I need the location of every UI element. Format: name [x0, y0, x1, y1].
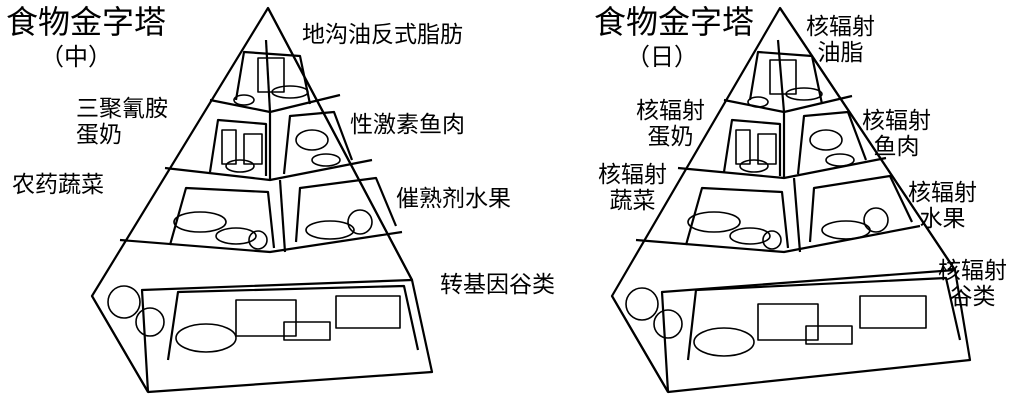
right-pyramid	[610, 6, 972, 394]
left-label-veg: 农药蔬菜	[12, 172, 104, 198]
right-title: 食物金字塔	[594, 3, 755, 41]
left-tier-line	[91, 295, 149, 393]
left-pyramid	[90, 6, 434, 394]
left-label-meat: 性激素鱼肉	[350, 112, 465, 138]
right-label-grain-line1: 核辐射	[938, 258, 1007, 284]
left-label-top: 地沟油反式脂肪	[302, 22, 463, 48]
right-label-meat-line1: 核辐射	[862, 108, 931, 134]
right-label-meat: 核辐射 鱼肉	[862, 108, 931, 161]
right-pyramid-edge	[779, 7, 956, 271]
right-label-grain: 核辐射 谷类	[938, 258, 1007, 311]
left-title: 食物金字塔	[6, 3, 167, 41]
left-label-dairy: 三聚氰胺蛋奶	[76, 96, 168, 149]
left-label-fruit: 催熟剂水果	[396, 186, 511, 212]
right-label-fruit-line1: 核辐射	[908, 180, 977, 206]
right-label-dairy: 核辐射 蛋奶	[636, 98, 705, 151]
left-subtitle: （中）	[40, 43, 112, 71]
right-label-top-line1: 核辐射	[806, 14, 875, 40]
right-tier-line	[611, 295, 669, 393]
right-label-meat-line2: 鱼肉	[873, 134, 920, 161]
right-label-dairy-line2: 蛋奶	[647, 124, 694, 151]
right-label-veg-line2: 蔬菜	[609, 188, 656, 215]
right-label-top: 核辐射 油脂	[806, 14, 875, 67]
right-label-top-line2: 油脂	[817, 40, 864, 67]
right-label-fruit-line2: 水果	[919, 206, 966, 233]
right-food-icons	[625, 59, 927, 357]
right-label-veg: 核辐射 蔬菜	[598, 162, 667, 215]
right-label-fruit: 核辐射 水果	[908, 180, 977, 233]
right-label-grain-line2: 谷类	[949, 284, 996, 311]
right-label-veg-line1: 核辐射	[598, 162, 667, 188]
right-subtitle: （日）	[626, 43, 698, 71]
left-food-icons	[107, 57, 401, 353]
left-label-grain: 转基因谷类	[440, 272, 555, 298]
right-label-dairy-line1: 核辐射	[636, 98, 705, 124]
left-pyramid-edge	[267, 7, 413, 281]
